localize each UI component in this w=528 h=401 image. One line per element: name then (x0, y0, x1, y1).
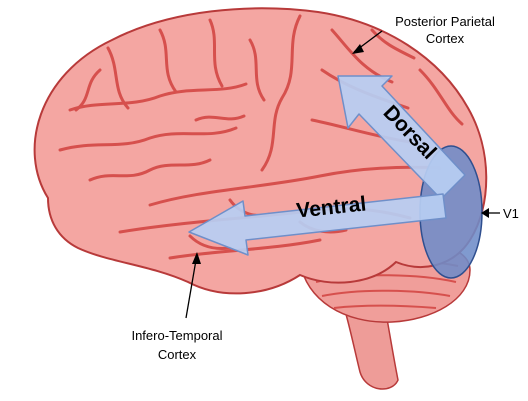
infero-temporal-label-line1: Infero-Temporal (131, 328, 222, 343)
posterior-parietal-label-line2: Cortex (426, 31, 465, 46)
v1-label: V1 (503, 206, 519, 221)
posterior-parietal-label-line1: Posterior Parietal (395, 14, 495, 29)
infero-temporal-label-line2: Cortex (158, 347, 197, 362)
